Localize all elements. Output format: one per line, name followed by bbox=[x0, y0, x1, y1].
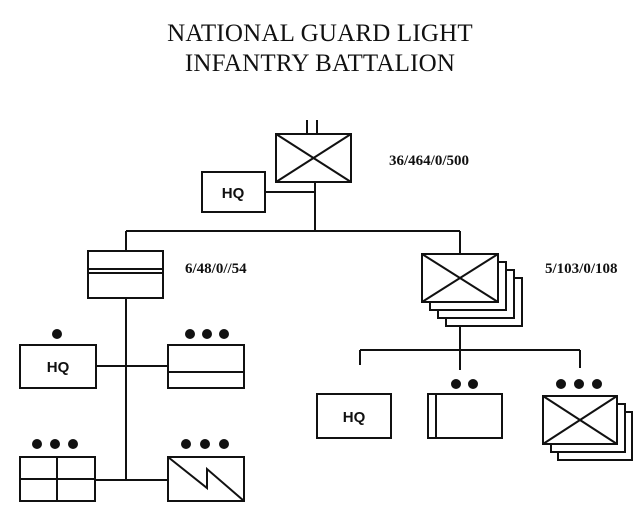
hhc-strength-label: 6/48/0//54 bbox=[185, 261, 247, 277]
rifle-company-strength-label: 5/103/0/108 bbox=[545, 261, 618, 277]
battalion-symbol bbox=[275, 120, 352, 183]
platoon-dot-icon bbox=[50, 439, 60, 449]
rifle-platoon-stack bbox=[542, 395, 633, 461]
section-dot-icon bbox=[52, 329, 62, 339]
platoon-dot-icon bbox=[574, 379, 584, 389]
weapons-section-box bbox=[427, 393, 503, 439]
chart-title-line-1: NATIONAL GUARD LIGHT bbox=[167, 20, 473, 47]
platoon-dot-icon bbox=[185, 329, 195, 339]
section-dot-icon bbox=[451, 379, 461, 389]
section-dot-icon bbox=[468, 379, 478, 389]
support-platoon-box bbox=[167, 344, 245, 389]
platoon-dot-icon bbox=[68, 439, 78, 449]
platoon-dot-icon bbox=[200, 439, 210, 449]
platoon-dot-icon bbox=[556, 379, 566, 389]
lightning-icon bbox=[167, 456, 245, 502]
infantry-cross-b bbox=[542, 395, 618, 445]
platoon-dot-icon bbox=[592, 379, 602, 389]
hhc-hq-box bbox=[19, 344, 97, 389]
infantry-cross-b bbox=[275, 133, 352, 183]
battalion-strength-label: 36/464/0/500 bbox=[389, 153, 469, 169]
hhc-hq-label: HQ bbox=[47, 359, 70, 376]
platoon-dot-icon bbox=[219, 439, 229, 449]
platoon-dot-icon bbox=[202, 329, 212, 339]
company-hq-label: HQ bbox=[343, 409, 366, 426]
battalion-hq-box bbox=[201, 171, 266, 213]
company-hq-box bbox=[316, 393, 392, 439]
hhc-symbol bbox=[87, 243, 164, 299]
chart-title-line-2: INFANTRY BATTALION bbox=[184, 50, 456, 77]
hhc-box bbox=[87, 250, 164, 299]
platoon-dot-icon bbox=[32, 439, 42, 449]
platoon-dot-icon bbox=[219, 329, 229, 339]
platoon-dot-icon bbox=[181, 439, 191, 449]
infantry-cross-b bbox=[421, 253, 499, 303]
rifle-company-stack bbox=[421, 243, 523, 327]
battalion-hq-label: HQ bbox=[222, 185, 245, 202]
